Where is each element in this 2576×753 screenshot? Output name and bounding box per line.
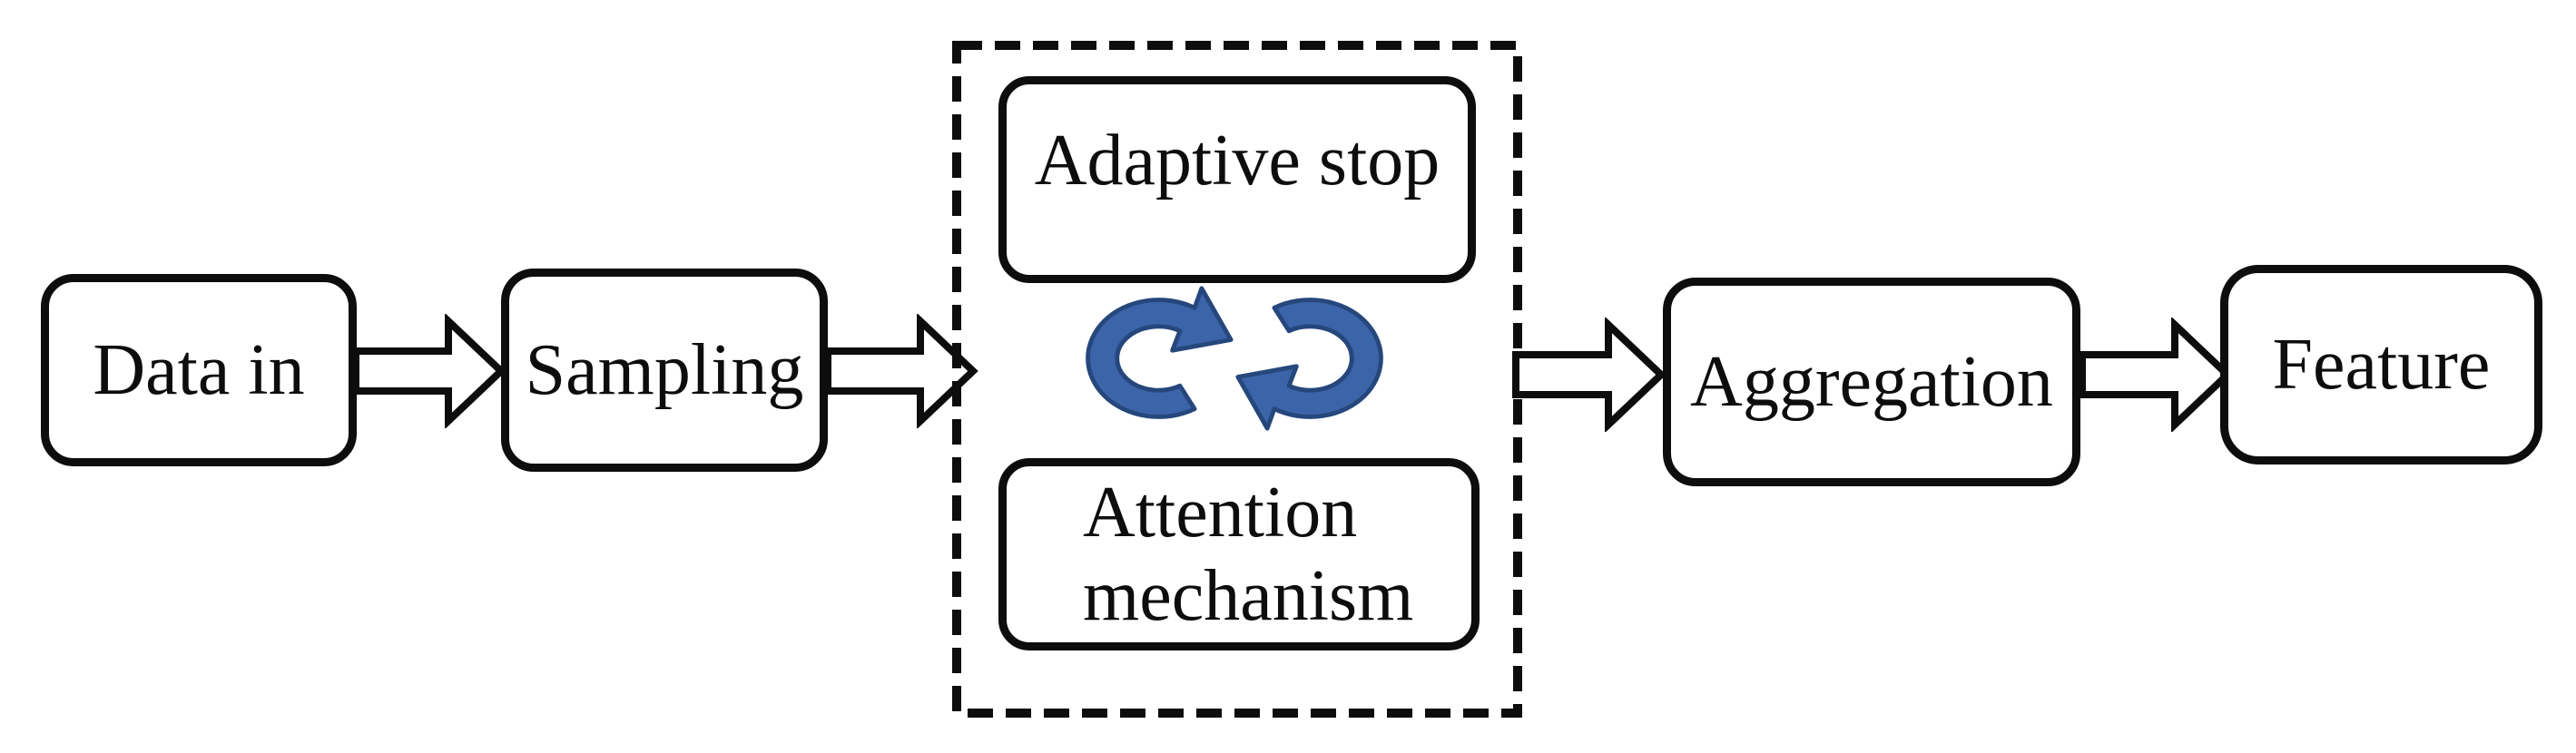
flow-arrow-icon <box>1512 318 1667 432</box>
node-sampling-label: Sampling <box>525 330 804 410</box>
cycle-arrows-icon <box>1075 283 1394 434</box>
flow-arrow-icon <box>352 314 506 428</box>
node-data-in: Data in <box>41 274 357 466</box>
node-attention-mechanism-label: Attention mechanism <box>1083 473 1414 636</box>
node-attention-mechanism: Attention mechanism <box>998 458 1480 650</box>
node-adaptive-stop-label: Adaptive stop <box>1034 120 1440 200</box>
node-adaptive-stop: Adaptive stop <box>998 76 1476 283</box>
node-feature-label: Feature <box>2272 325 2491 405</box>
node-data-in-label: Data in <box>93 330 305 410</box>
node-aggregation: Aggregation <box>1663 278 2080 486</box>
flow-arrow-icon <box>824 314 978 428</box>
node-aggregation-label: Aggregation <box>1690 342 2053 422</box>
iterative-module-group: Adaptive stop Attention mechanism <box>951 40 1523 719</box>
flow-arrow-icon <box>2079 318 2233 432</box>
node-sampling: Sampling <box>501 269 828 472</box>
node-feature: Feature <box>2220 265 2542 465</box>
